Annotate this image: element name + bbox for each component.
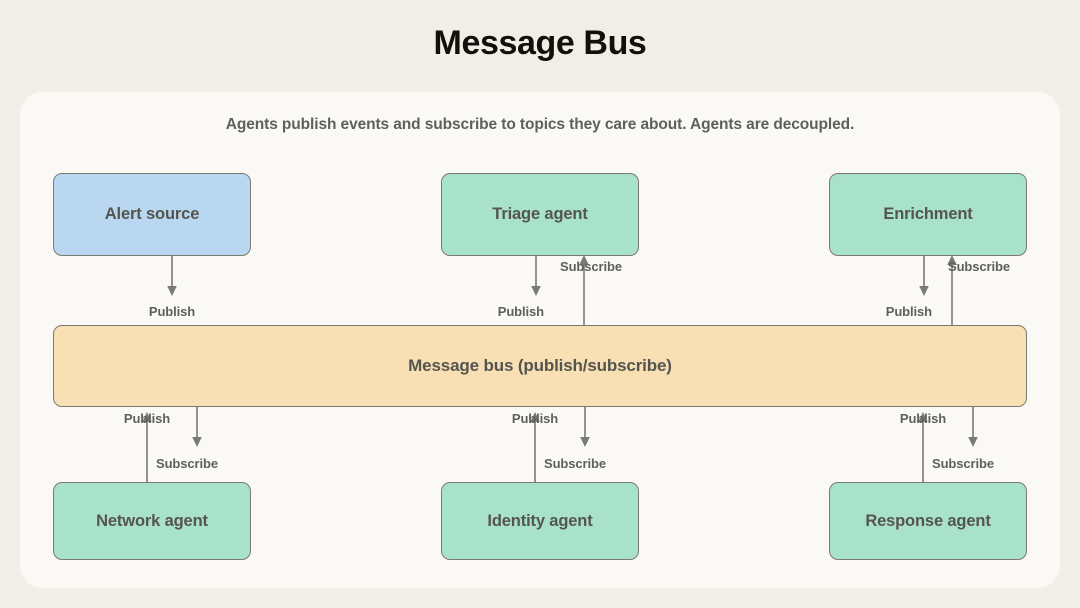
arrow-subscribe-enrichment xyxy=(932,250,972,326)
node-label: Enrichment xyxy=(883,205,973,223)
node-label: Network agent xyxy=(96,511,208,530)
node-label: Triage agent xyxy=(492,205,588,223)
arrow-publish-network-agent xyxy=(127,407,167,483)
edge-label-subscribe: Subscribe xyxy=(948,259,1010,274)
node-label: Alert source xyxy=(104,205,200,223)
node-label: Identity agent xyxy=(487,511,593,530)
arrow-publish-enrichment xyxy=(904,256,944,300)
node-alert-source[interactable]: Alert source xyxy=(53,173,251,256)
edge-label-publish: Publish xyxy=(148,304,196,319)
node-network-agent[interactable]: Network agent xyxy=(53,482,251,560)
card-subtitle: Agents publish events and subscribe to t… xyxy=(225,116,855,133)
edge-label-publish: Publish xyxy=(885,304,932,319)
edge-label-publish: Publish xyxy=(899,411,947,426)
arrow-subscribe-response-agent xyxy=(953,407,993,451)
arrow-publish-response-agent xyxy=(903,407,943,483)
node-label: Response agent xyxy=(865,511,991,530)
diagram-card: Agents publish events and subscribe to t… xyxy=(20,92,1060,588)
message-bus-diagram: Alert source Triage agent Enrichment Mes… xyxy=(20,92,1060,588)
node-triage-agent[interactable]: Triage agent xyxy=(441,173,639,256)
node-response-agent[interactable]: Response agent xyxy=(829,482,1027,560)
edge-label-subscribe: Subscribe xyxy=(932,456,994,471)
arrow-publish-alert-source xyxy=(152,256,192,300)
message-bus-label: Message bus (publish/subscribe) xyxy=(408,356,672,375)
node-identity-agent[interactable]: Identity agent xyxy=(441,482,639,560)
arrow-publish-triage-agent xyxy=(516,256,556,300)
edge-label-publish: Publish xyxy=(511,411,559,426)
arrow-subscribe-identity-agent xyxy=(565,407,605,451)
message-bus-bar[interactable]: Message bus (publish/subscribe) xyxy=(53,325,1027,407)
node-enrichment[interactable]: Enrichment xyxy=(829,173,1027,256)
edge-label-publish: Publish xyxy=(123,411,171,426)
edge-label-subscribe: Subscribe xyxy=(560,259,622,274)
arrow-subscribe-network-agent xyxy=(177,407,217,451)
arrow-subscribe-triage-agent xyxy=(564,250,604,326)
edge-label-publish: Publish xyxy=(497,304,544,319)
edge-label-subscribe: Subscribe xyxy=(544,456,606,471)
edge-label-subscribe: Subscribe xyxy=(156,456,218,471)
arrow-publish-identity-agent xyxy=(515,407,555,483)
page-title: Message Bus xyxy=(433,24,647,62)
